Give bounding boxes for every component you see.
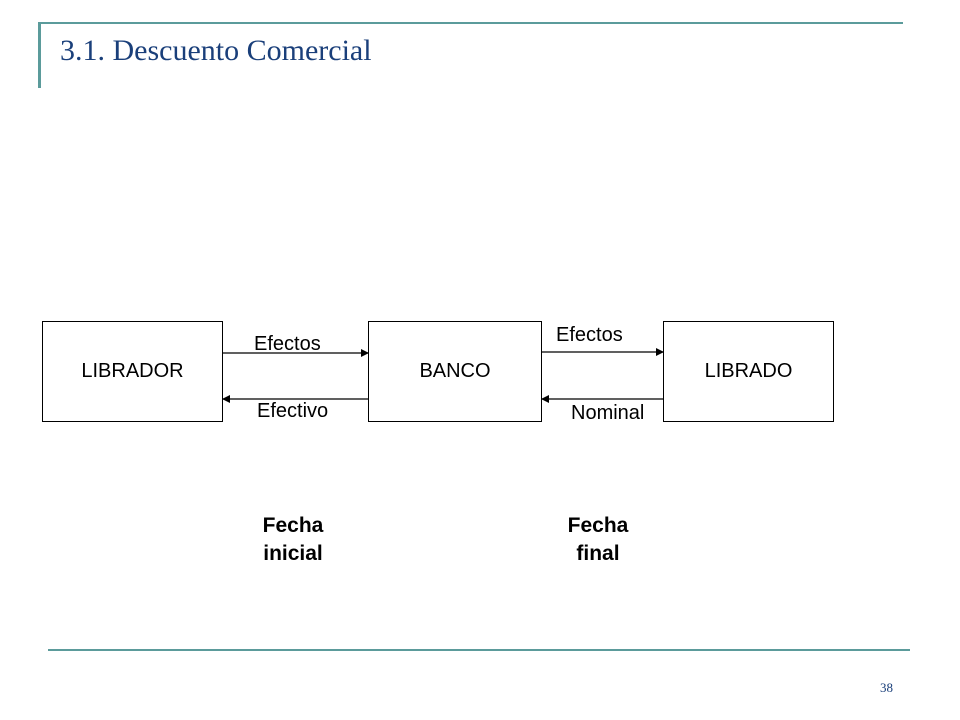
fecha-inicial-line2: inicial [263, 542, 323, 565]
page-number: 38 [880, 680, 893, 695]
librado-label: LIBRADO [704, 360, 793, 382]
librador-box: LIBRADOR [42, 321, 223, 422]
edge-label-nominal: Nominal [571, 402, 645, 424]
edge-label-efectos-2: Efectos [556, 324, 623, 346]
footer-rule [48, 649, 910, 651]
banco-label: BANCO [419, 360, 491, 382]
header-left-rule [38, 22, 41, 88]
edge-label-efectos-1: Efectos [254, 333, 321, 355]
fecha-final-line2: final [576, 542, 620, 565]
header-top-rule [38, 22, 903, 24]
fecha-final-line1: Fecha [567, 514, 629, 537]
fecha-inicial-label: Fecha inicial [238, 512, 348, 568]
edge-label-efectivo: Efectivo [257, 400, 329, 422]
fecha-final-label: Fecha final [543, 512, 653, 568]
librador-label: LIBRADOR [81, 360, 184, 382]
librado-box: LIBRADO [663, 321, 834, 422]
fecha-inicial-line1: Fecha [262, 514, 324, 537]
slide-title: 3.1. Descuento Comercial [60, 34, 372, 67]
banco-box: BANCO [368, 321, 542, 422]
